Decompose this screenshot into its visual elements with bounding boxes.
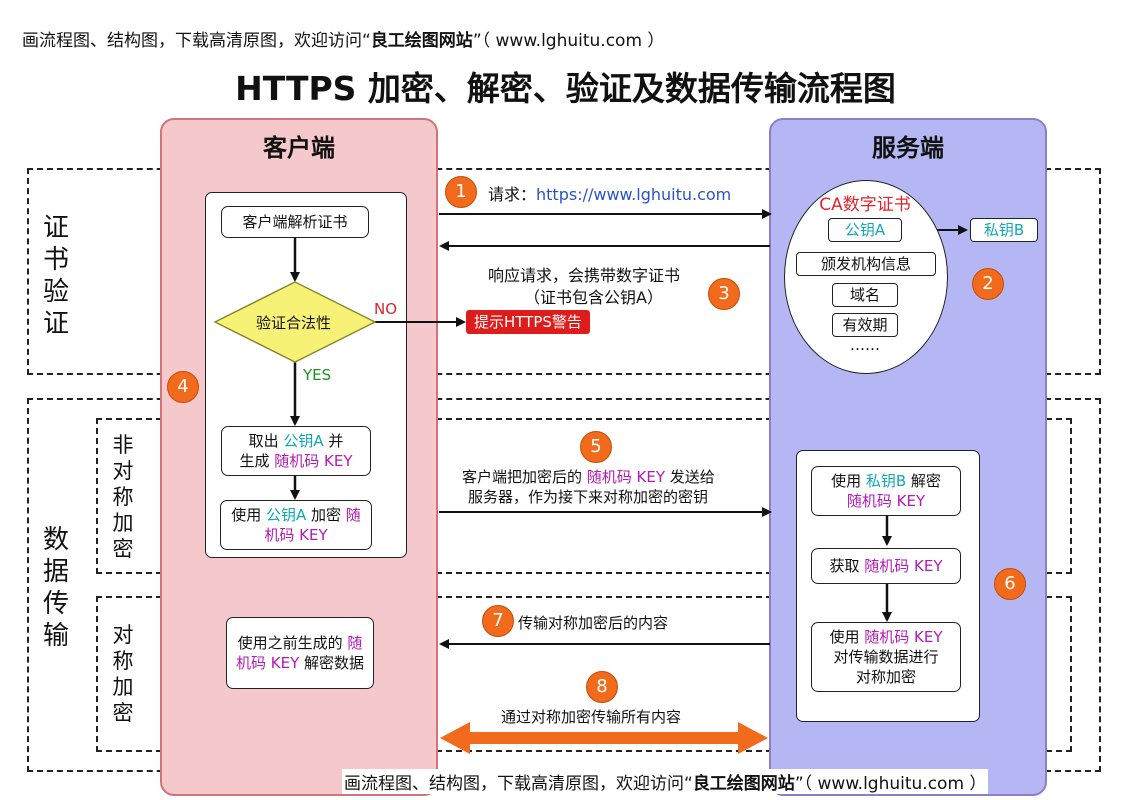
step-badge-8: 8 <box>586 671 618 703</box>
watermark-bottom: 画流程图、结构图，下载高清原图，欢迎访问“良工绘图网站”（ www.lghuit… <box>342 769 989 794</box>
watermark-bottom-suffix: ”（ www.lghuitu.com ） <box>794 774 987 794</box>
https-warning-box: 提示HTTPS警告 <box>466 310 590 334</box>
ca-certificate <box>784 180 948 374</box>
take-key-box: 取出 公钥A 并 生成 随机码 KEY <box>221 426 371 476</box>
step8-text: 通过对称加密传输所有内容 <box>501 708 682 726</box>
step-badge-4: 4 <box>167 371 199 403</box>
step-badge-7: 7 <box>482 605 514 637</box>
issuer-box: 颁发机构信息 <box>796 252 936 276</box>
step-badge-6: 6 <box>994 568 1026 600</box>
step7-text: 传输对称加密后的内容 <box>518 614 669 632</box>
watermark-site: 良工绘图网站 <box>370 31 473 51</box>
cert-more: …… <box>850 336 880 354</box>
server-decrypt-box: 使用 私钥B 解密 随机码 KEY <box>811 466 961 516</box>
watermark-bottom-prefix: 画流程图、结构图，下载高清原图，欢迎访问“ <box>344 774 693 794</box>
step-badge-3: 3 <box>708 278 740 310</box>
client-flow-panel <box>205 192 407 558</box>
label-asym: 非 对 称 加 密 <box>112 433 134 561</box>
sym-section <box>96 596 1072 752</box>
pubkey-box: 公钥A <box>828 218 902 242</box>
step1-text: 请求：https://www.lghuitu.com <box>488 185 732 204</box>
encrypt-key-box: 使用 公钥A 加密 随 机码 KEY <box>220 500 372 550</box>
server-get-key-box: 获取 随机码 KEY <box>811 548 961 584</box>
validity-box: 有效期 <box>832 313 898 337</box>
watermark-bottom-site: 良工绘图网站 <box>692 774 795 794</box>
verify-diamond <box>213 281 377 363</box>
step-badge-5: 5 <box>580 431 612 463</box>
server-title: 服务端 <box>872 134 944 162</box>
yes-label: YES <box>303 366 332 384</box>
client-decrypt-box: 使用之前生成的 随 机码 KEY 解密数据 <box>226 617 374 689</box>
parse-cert-box: 客户端解析证书 <box>221 206 369 238</box>
verify-label: 验证合法性 <box>256 314 332 332</box>
asym-section <box>96 418 1072 574</box>
server-sym-box: 使用 随机码 KEY 对传输数据进行 对称加密 <box>811 622 961 692</box>
step-badge-2: 2 <box>972 268 1004 300</box>
label-data-transfer: 数 据 传 输 <box>42 525 69 651</box>
arrow-bidirectional <box>440 722 768 754</box>
watermark-top: 画流程图、结构图，下载高清原图，欢迎访问“良工绘图网站”（ www.lghuit… <box>22 26 664 51</box>
label-sym: 对 称 加 密 <box>112 623 134 725</box>
watermark-prefix: 画流程图、结构图，下载高清原图，欢迎访问“ <box>22 31 371 51</box>
no-label: NO <box>374 300 398 318</box>
step5-line1: 客户端把加密后的 随机码 KEY 发送给 <box>462 468 715 486</box>
diagram-title: HTTPS 加密、解密、验证及数据传输流程图 <box>235 69 896 108</box>
domain-box: 域名 <box>832 283 898 307</box>
privkey-box: 私钥B <box>970 218 1038 242</box>
step3-line2: （证书包含公钥A） <box>524 288 663 307</box>
step3-line1: 响应请求，会携带数字证书 <box>488 266 681 285</box>
watermark-suffix: ”（ www.lghuitu.com ） <box>472 31 665 51</box>
step5-line2: 服务器，作为接下来对称加密的密钥 <box>468 488 709 506</box>
label-cert-verify: 证 书 验 证 <box>42 213 69 339</box>
cert-verify-section <box>27 168 1101 375</box>
step-badge-1: 1 <box>445 176 477 208</box>
client-title: 客户端 <box>263 134 335 162</box>
cert-title: CA数字证书 <box>819 195 911 215</box>
